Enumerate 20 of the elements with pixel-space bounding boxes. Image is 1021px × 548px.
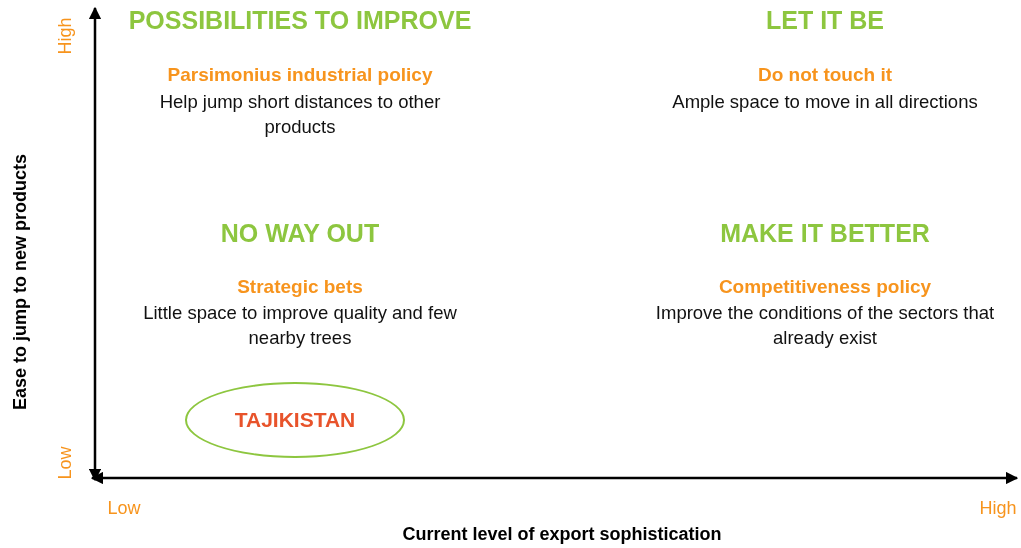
- axis-tick-label: Low: [54, 446, 76, 480]
- axis-tick-label: High: [54, 17, 76, 55]
- quadrant-heading: MAKE IT BETTER: [720, 218, 930, 248]
- policy-label: Parsimonius industrial policy: [167, 64, 433, 86]
- quadrant-heading: NO WAY OUT: [220, 218, 380, 248]
- highlight-ellipse: [185, 382, 405, 458]
- description-text: Improve the conditions of the sectors that already exist: [654, 301, 996, 350]
- axis-tick-label: High: [979, 497, 1017, 519]
- axis-title: Current level of export sophistication: [402, 523, 722, 545]
- axis-tick-label: Low: [107, 497, 141, 519]
- quadrant-heading: LET IT BE: [765, 5, 885, 35]
- policy-label: Competitiveness policy: [718, 276, 932, 298]
- description-text: Help jump short distances to other products: [158, 90, 442, 139]
- description-text: Little space to improve quality and few nearby trees: [142, 301, 458, 350]
- axis-title: Ease to jump to new products: [9, 154, 31, 410]
- description-text: Ample space to move in all directions: [671, 89, 979, 114]
- policy-label: Strategic bets: [237, 276, 363, 298]
- quadrant-heading: POSSIBILITIES TO IMPROVE: [128, 5, 472, 35]
- policy-label: Do not touch it: [758, 64, 892, 86]
- country-label: TAJIKISTAN: [234, 408, 356, 432]
